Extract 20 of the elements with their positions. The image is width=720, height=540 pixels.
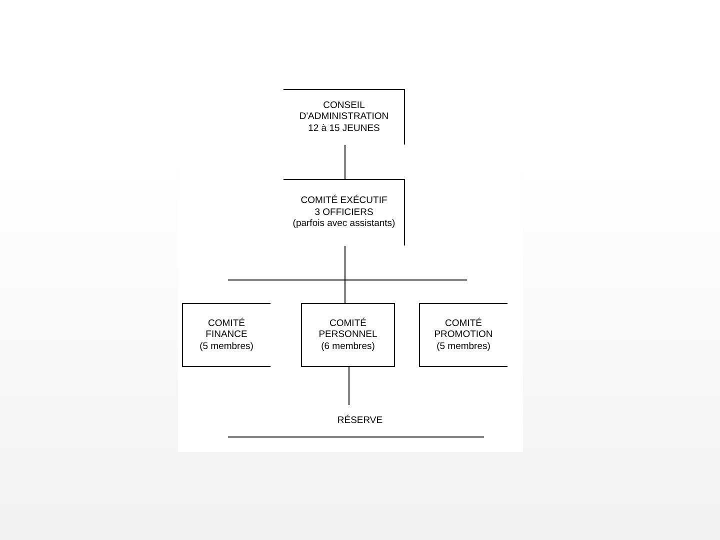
committee-detail: (5 membres) (436, 340, 490, 352)
committee-box (419, 303, 508, 367)
committee-title: COMITÉ FINANCE (204, 318, 248, 341)
committee-box (283, 179, 405, 246)
committee-detail: (parfois avec assistants) (292, 218, 396, 230)
committee-detail: 3 OFFICIERS (314, 206, 374, 218)
committee-title: COMITÉ PROMOTION (433, 318, 494, 341)
committee-title: CONSEIL D'ADMINISTRATION (298, 100, 390, 123)
committee-title: COMITÉ EXÉCUTIF (300, 195, 388, 207)
committee-detail: (5 membres) (200, 340, 254, 352)
connector-line (344, 144, 346, 180)
committee-detail: 12 à 15 JEUNES (308, 122, 380, 134)
committee-box (301, 303, 395, 367)
committee-title: COMITÉ PERSONNEL (318, 318, 378, 341)
committee-title: RÉSERVE (337, 415, 383, 427)
committee-box (182, 303, 271, 367)
board-box (283, 89, 405, 145)
connector-line (348, 366, 350, 406)
committee-detail: (6 membres) (321, 340, 375, 352)
connector-line (344, 246, 346, 304)
